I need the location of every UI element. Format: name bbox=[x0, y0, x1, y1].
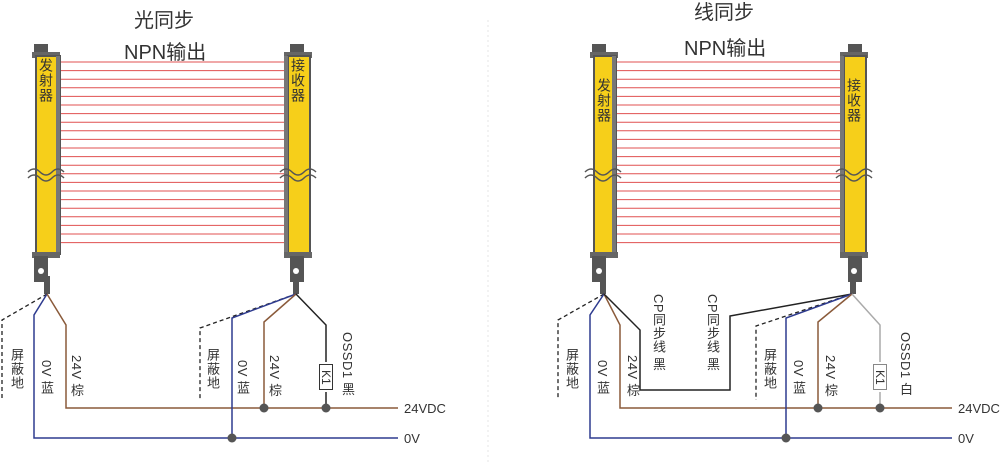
left-rx-shield-label: 屏蔽地 bbox=[205, 348, 220, 390]
right-rx-shield-wire bbox=[755, 293, 853, 400]
right-emitter-label: 发射器 bbox=[596, 78, 612, 123]
right-rx-white-wire bbox=[851, 293, 881, 362]
left-emitter-bar bbox=[27, 44, 65, 294]
left-rail-0v-label: 0V bbox=[404, 431, 420, 446]
left-panel bbox=[1, 44, 398, 443]
left-ossd-label: OSSD1 黑 bbox=[340, 332, 355, 397]
left-receiver-label: 接收器 bbox=[290, 58, 306, 103]
left-rx-shield-wire bbox=[199, 293, 297, 400]
left-receiver-bar bbox=[279, 44, 317, 294]
right-rx-shield-label: 屏蔽地 bbox=[762, 348, 777, 390]
right-0v-label: 0V 蓝 bbox=[595, 360, 610, 395]
right-24v-label: 24V 棕 bbox=[625, 355, 640, 398]
right-ossd-label: OSSD1 白 bbox=[898, 332, 913, 397]
left-brown-wire bbox=[46, 293, 270, 409]
left-rx-24v-label: 24V 棕 bbox=[267, 355, 282, 398]
right-rx-blue-wire bbox=[785, 293, 853, 438]
right-beams bbox=[616, 61, 840, 244]
right-rail-0v-label: 0V bbox=[958, 431, 974, 446]
left-title-2: NPN输出 bbox=[124, 42, 207, 64]
right-shield-label: 屏蔽地 bbox=[564, 348, 579, 390]
right-emitter-bar bbox=[584, 44, 622, 294]
left-blue-wire bbox=[33, 293, 240, 439]
left-rx-0v-label: 0V 蓝 bbox=[235, 360, 250, 395]
right-rx-0v-label: 0V 蓝 bbox=[791, 360, 806, 395]
left-shield-wire bbox=[1, 293, 48, 400]
right-brown-wire bbox=[603, 293, 818, 409]
right-receiver-label: 接收器 bbox=[846, 78, 862, 123]
left-emitter-label: 发射器 bbox=[38, 58, 54, 103]
left-beams bbox=[60, 61, 284, 244]
right-title-1: 线同步 bbox=[694, 2, 754, 24]
right-shield-wire bbox=[557, 293, 605, 400]
left-title-1: 光同步 bbox=[134, 10, 194, 32]
left-rx-brown-wire bbox=[263, 293, 297, 408]
right-rx-brown-wire bbox=[817, 293, 853, 408]
right-rx-24v-label: 24V 棕 bbox=[823, 355, 838, 398]
right-title-2: NPN输出 bbox=[684, 38, 767, 60]
right-panel bbox=[557, 44, 952, 443]
right-cp-wire bbox=[603, 293, 853, 391]
right-blue-wire bbox=[589, 293, 780, 439]
left-0v-label: 0V 蓝 bbox=[39, 360, 54, 395]
right-relay-k1: K1 bbox=[873, 364, 887, 390]
right-receiver-bar bbox=[835, 44, 873, 294]
left-relay-k1: K1 bbox=[319, 364, 333, 390]
left-shield-label: 屏蔽地 bbox=[9, 348, 24, 390]
left-rx-blue-wire bbox=[231, 293, 297, 438]
left-24v-label: 24V 棕 bbox=[69, 355, 84, 398]
left-rail-24v-label: 24VDC bbox=[404, 401, 446, 416]
right-cp-right-label: CP同步线 黑 bbox=[705, 294, 720, 372]
right-rail-24v-label: 24VDC bbox=[958, 401, 1000, 416]
right-cp-left-label: CP同步线 黑 bbox=[651, 294, 666, 372]
left-rx-black-wire bbox=[295, 293, 327, 362]
